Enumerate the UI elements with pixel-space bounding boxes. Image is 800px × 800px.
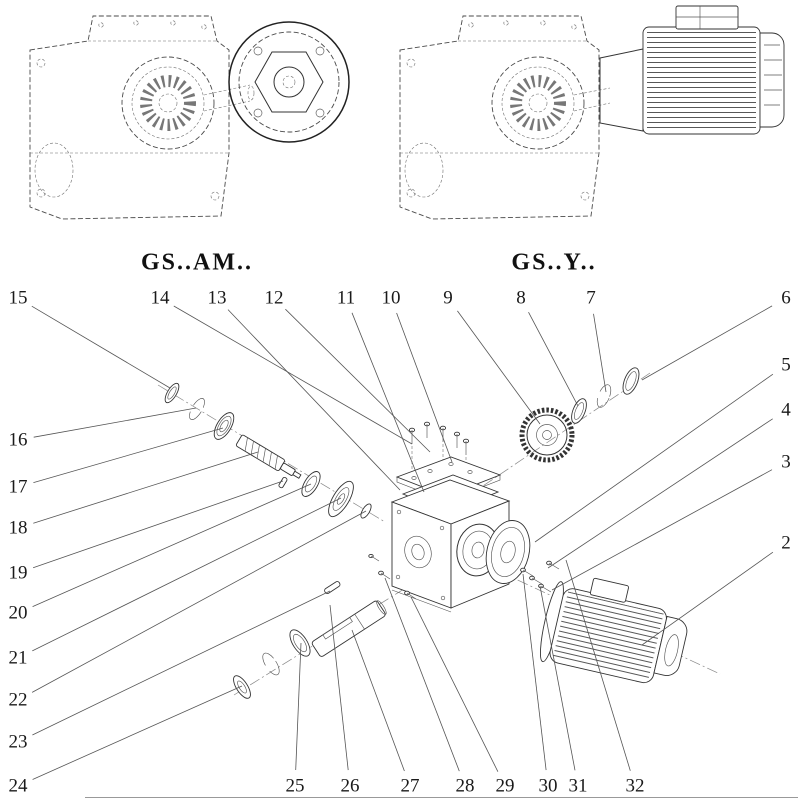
gearbox-y-drawing — [399, 5, 785, 220]
gearbox-am-drawing — [29, 15, 350, 220]
leader-line-15 — [31, 305, 171, 389]
leader-line-12 — [285, 308, 431, 453]
leader-line-5 — [534, 373, 774, 543]
leader-line-16 — [33, 407, 197, 438]
helical-gear — [519, 407, 575, 463]
leader-line-28 — [384, 577, 460, 772]
leader-line-3 — [551, 469, 773, 591]
bearing — [213, 412, 235, 440]
leader-line-7 — [593, 313, 607, 393]
leader-line-14 — [173, 305, 413, 445]
leader-line-17 — [33, 427, 224, 483]
leader-line-25 — [295, 642, 302, 771]
snap-ring — [262, 652, 280, 676]
leader-line-2 — [641, 551, 774, 646]
housing-screws — [368, 553, 417, 600]
gear-housing — [390, 479, 511, 613]
exploded-view — [157, 367, 721, 699]
leader-line-6 — [641, 305, 773, 381]
motor-drawing-exploded — [540, 577, 688, 684]
leader-line-4 — [547, 418, 773, 569]
leader-line-32 — [565, 559, 631, 771]
worm-shaft — [235, 434, 302, 479]
leader-line-9 — [457, 310, 541, 425]
motor-drawing-top — [599, 5, 785, 135]
leader-line-19 — [32, 480, 284, 569]
leader-line-13 — [227, 309, 401, 491]
leader-lines-layer — [31, 305, 774, 780]
flange-bolts — [520, 560, 560, 593]
leader-line-23 — [32, 590, 331, 736]
variant-label-gs-am: GS..AM.. — [141, 249, 253, 276]
cover-screws — [408, 421, 470, 478]
leader-line-21 — [32, 497, 342, 652]
bearing — [289, 629, 311, 657]
shaft-key — [324, 581, 341, 594]
leader-line-31 — [539, 585, 576, 771]
output-shaft — [311, 600, 387, 657]
leader-line-24 — [32, 685, 243, 780]
leader-line-20 — [32, 483, 312, 607]
variant-label-gs-y: GS..Y.. — [511, 249, 597, 276]
output-flange-drawing — [228, 21, 350, 143]
leader-line-26 — [329, 604, 349, 771]
leader-line-10 — [396, 312, 453, 463]
leader-line-22 — [31, 510, 367, 693]
washer — [233, 675, 251, 699]
snap-ring — [189, 398, 205, 420]
seal-ring — [622, 367, 640, 395]
motor-flange-cover — [485, 520, 531, 584]
seal-ring — [164, 382, 180, 404]
spacer-ring — [571, 398, 587, 424]
leader-line-18 — [33, 451, 259, 524]
leader-line-11 — [351, 312, 425, 493]
leader-line-27 — [351, 629, 405, 772]
leader-line-29 — [410, 596, 499, 772]
snap-ring — [596, 384, 612, 408]
leader-line-30 — [522, 573, 547, 771]
leader-line-8 — [528, 312, 579, 407]
worm-wheel — [328, 480, 354, 518]
